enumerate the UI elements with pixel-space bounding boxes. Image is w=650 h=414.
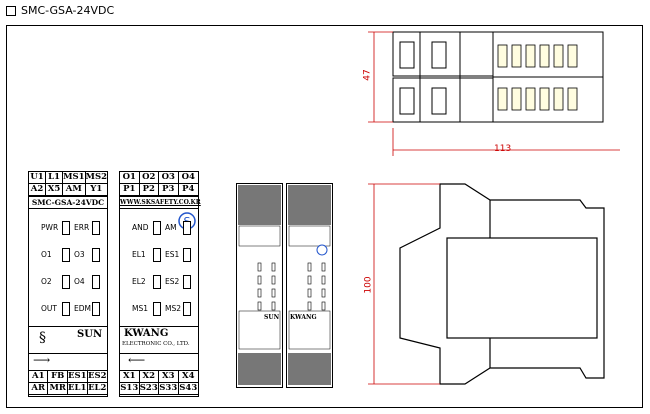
right-top-terminal: P2 bbox=[139, 184, 159, 196]
header-checkbox-icon bbox=[6, 5, 16, 16]
left-bottom-terminal: AR bbox=[29, 383, 49, 395]
right-led-icon bbox=[183, 221, 191, 235]
right-top-terminal: O3 bbox=[159, 172, 179, 184]
left-led-icon bbox=[62, 275, 70, 289]
dimension-height-top: 47 bbox=[362, 69, 373, 81]
right-brand-label: KWANG bbox=[124, 328, 169, 339]
left-led-label: O2 bbox=[41, 277, 52, 286]
left-led-icon bbox=[62, 221, 70, 235]
small-left-brand: SUN bbox=[264, 314, 280, 321]
drawing-frame bbox=[6, 25, 643, 408]
left-led-icon bbox=[62, 302, 70, 316]
right-arrow-area: ⟵ bbox=[120, 353, 198, 370]
right-top-terminal: O4 bbox=[178, 172, 198, 184]
left-brand-area: § SUN bbox=[29, 326, 107, 353]
top-view-drawing bbox=[368, 31, 620, 156]
left-led-label: PWR bbox=[41, 223, 59, 232]
left-bottom-terminal: ES1 bbox=[67, 371, 88, 383]
right-brand-area: KWANG ELECTRONIC CO., LTD. bbox=[120, 326, 198, 353]
right-led-label: AM bbox=[165, 223, 177, 232]
side-view-drawing bbox=[368, 183, 605, 385]
right-led-icon bbox=[153, 221, 161, 235]
website-label: WWW.SKSAFETY.CO.KR bbox=[120, 196, 201, 209]
left-model-label: SMC-GSA-24VDC bbox=[29, 196, 107, 209]
right-bottom-terminal: S13 bbox=[120, 383, 140, 395]
left-top-terminal: X5 bbox=[46, 184, 64, 196]
left-led-label: O3 bbox=[74, 250, 85, 259]
right-bottom-terminal: X1 bbox=[120, 371, 140, 383]
right-led-icon bbox=[183, 275, 191, 289]
right-bottom-terminal: S33 bbox=[159, 383, 179, 395]
left-brand-label: SUN bbox=[77, 329, 103, 340]
right-top-terminal: O1 bbox=[120, 172, 140, 184]
left-led-label: O1 bbox=[41, 250, 52, 259]
right-led-icon bbox=[153, 302, 161, 316]
page-header: SMC-GSA-24VDC bbox=[6, 4, 114, 17]
right-led-label: ES2 bbox=[165, 277, 180, 286]
sun-logo-icon: § bbox=[39, 330, 46, 346]
left-top-terminal: MS2 bbox=[85, 172, 107, 184]
page-title: SMC-GSA-24VDC bbox=[21, 4, 115, 17]
left-top-terminal: U1 bbox=[29, 172, 47, 184]
right-led-label: ES1 bbox=[165, 250, 180, 259]
right-led-label: AND bbox=[132, 223, 149, 232]
small-front-view: SUN KWANG bbox=[236, 183, 333, 388]
right-led-label: MS1 bbox=[132, 304, 149, 313]
right-bottom-terminal: S43 bbox=[178, 383, 198, 395]
left-led-icon bbox=[92, 275, 100, 289]
left-top-terminal: Y1 bbox=[85, 184, 107, 196]
right-bottom-terminal: X4 bbox=[178, 371, 198, 383]
left-bottom-terminal: MR bbox=[48, 383, 68, 395]
dimension-width-top: 113 bbox=[494, 144, 512, 154]
left-led-icon bbox=[92, 221, 100, 235]
left-top-terminal: AM bbox=[63, 184, 86, 196]
left-led-label: OUT bbox=[41, 304, 57, 313]
arrow-left-icon: ⟵ bbox=[128, 353, 146, 367]
right-led-label: EL1 bbox=[132, 250, 146, 259]
right-led-icon bbox=[183, 302, 191, 316]
left-led-icon bbox=[92, 248, 100, 262]
right-top-terminal: O2 bbox=[139, 172, 159, 184]
left-led-label: EDM bbox=[74, 304, 91, 313]
right-led-icon bbox=[183, 248, 191, 262]
right-led-label: MS2 bbox=[165, 304, 182, 313]
left-led-label: O4 bbox=[74, 277, 85, 286]
right-led-icon bbox=[153, 275, 161, 289]
right-brand-sub-label: ELECTRONIC CO., LTD. bbox=[122, 341, 190, 347]
left-led-label: ERR bbox=[74, 223, 90, 232]
right-top-terminal: P4 bbox=[178, 184, 198, 196]
left-top-terminal: A2 bbox=[29, 184, 47, 196]
right-led-label: EL2 bbox=[132, 277, 146, 286]
left-bottom-terminal: ES2 bbox=[87, 371, 107, 383]
right-top-terminal: P1 bbox=[120, 184, 140, 196]
dimension-height-side: 100 bbox=[363, 276, 374, 294]
right-bottom-terminal: S23 bbox=[139, 383, 159, 395]
right-top-terminal: P3 bbox=[159, 184, 179, 196]
left-arrow-area: ⟶ bbox=[29, 353, 107, 370]
left-bottom-terminal: A1 bbox=[29, 371, 49, 383]
left-top-terminal: MS1 bbox=[63, 172, 86, 184]
right-led-icon bbox=[153, 248, 161, 262]
left-top-terminal: L1 bbox=[46, 172, 64, 184]
left-bottom-terminal: EL1 bbox=[67, 383, 88, 395]
left-bottom-terminal: EL2 bbox=[87, 383, 107, 395]
left-bottom-terminal: FB bbox=[48, 371, 68, 383]
left-led-icon bbox=[62, 248, 70, 262]
right-bottom-terminal: X2 bbox=[139, 371, 159, 383]
left-led-icon bbox=[92, 302, 100, 316]
right-bottom-terminal: X3 bbox=[159, 371, 179, 383]
small-right-brand: KWANG bbox=[290, 314, 317, 321]
arrow-right-icon: ⟶ bbox=[33, 353, 51, 367]
